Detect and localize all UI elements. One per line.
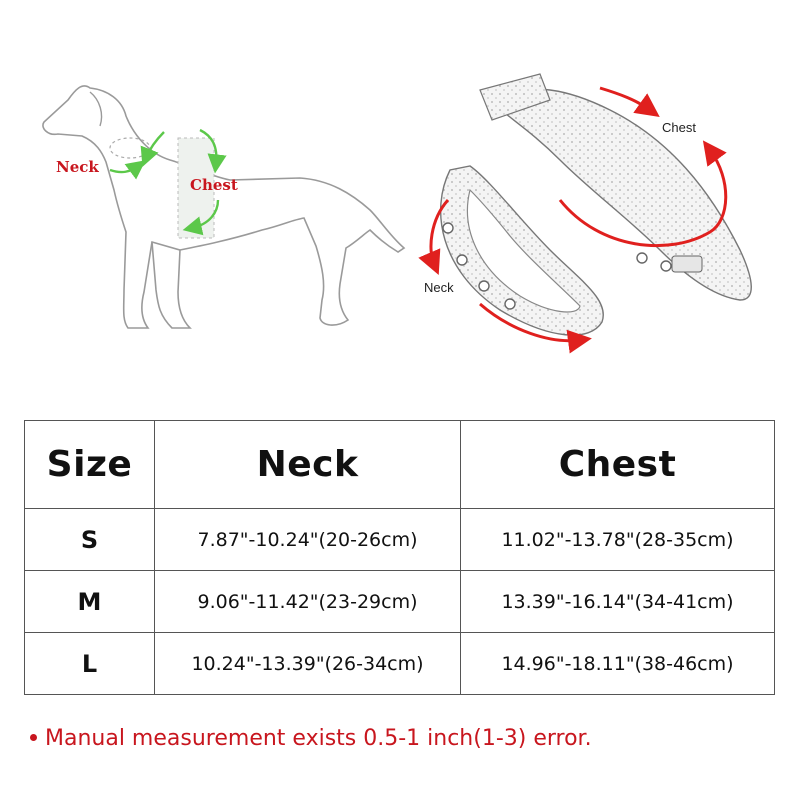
footnote-text: Manual measurement exists 0.5-1 inch(1-3… bbox=[45, 726, 592, 751]
bullet-icon bbox=[30, 733, 37, 741]
harness-chest-strap bbox=[488, 88, 752, 301]
dog-ear bbox=[89, 91, 103, 127]
chest-cell: 13.39"-16.14"(34-41cm) bbox=[460, 570, 775, 633]
harness-measurement-illustration: Chest Neck bbox=[418, 73, 752, 354]
dog-measurement-illustration: Neck Chest bbox=[42, 85, 406, 329]
size-cell: M bbox=[24, 570, 155, 633]
header-neck: Neck bbox=[154, 420, 461, 509]
table-row: S 7.87"-10.24"(20-26cm) 11.02"-13.78"(28… bbox=[24, 508, 775, 571]
size-chart-table: Size Neck Chest S 7.87"-10.24"(20-26cm) … bbox=[24, 420, 775, 695]
chest-cell: 14.96"-18.11"(38-46cm) bbox=[460, 632, 775, 695]
harness-grommets bbox=[442, 222, 672, 310]
harness-neck-label: Neck bbox=[424, 280, 454, 295]
neck-arrow-bottom-icon bbox=[479, 302, 592, 354]
dog-front-leg bbox=[151, 241, 192, 329]
chest-arrow-top-icon bbox=[599, 86, 660, 117]
neck-arrow-left-icon bbox=[418, 198, 450, 276]
header-chest: Chest bbox=[460, 420, 775, 509]
chest-arrow-icon bbox=[199, 128, 227, 174]
dog-outline bbox=[42, 85, 406, 329]
size-cell: S bbox=[24, 508, 155, 571]
neck-measure-line bbox=[109, 137, 151, 159]
dog-chest-label: Chest bbox=[190, 176, 238, 194]
dog-neck-label: Neck bbox=[56, 158, 99, 176]
table-header-row: Size Neck Chest bbox=[24, 420, 775, 509]
neck-cell: 7.87"-10.24"(20-26cm) bbox=[154, 508, 461, 571]
chest-arrow-right-icon bbox=[558, 140, 728, 248]
chest-arrow-icon-2 bbox=[182, 199, 220, 236]
neck-arrow-icon-2 bbox=[140, 131, 165, 167]
harness-buckle bbox=[671, 255, 703, 273]
harness-back-strap bbox=[479, 73, 551, 121]
harness-chest-label: Chest bbox=[662, 120, 696, 135]
size-cell: L bbox=[24, 632, 155, 695]
chest-cell: 11.02"-13.78"(28-35cm) bbox=[460, 508, 775, 571]
neck-cell: 9.06"-11.42"(23-29cm) bbox=[154, 570, 461, 633]
measurement-error-note: Manual measurement exists 0.5-1 inch(1-3… bbox=[30, 726, 592, 751]
neck-cell: 10.24"-13.39"(26-34cm) bbox=[154, 632, 461, 695]
table-row: M 9.06"-11.42"(23-29cm) 13.39"-16.14"(34… bbox=[24, 570, 775, 633]
table-row: L 10.24"-13.39"(26-34cm) 14.96"-18.11"(3… bbox=[24, 632, 775, 695]
header-size: Size bbox=[24, 420, 155, 509]
neck-arrow-icon bbox=[109, 160, 146, 180]
harness-neck-inner bbox=[466, 188, 581, 313]
